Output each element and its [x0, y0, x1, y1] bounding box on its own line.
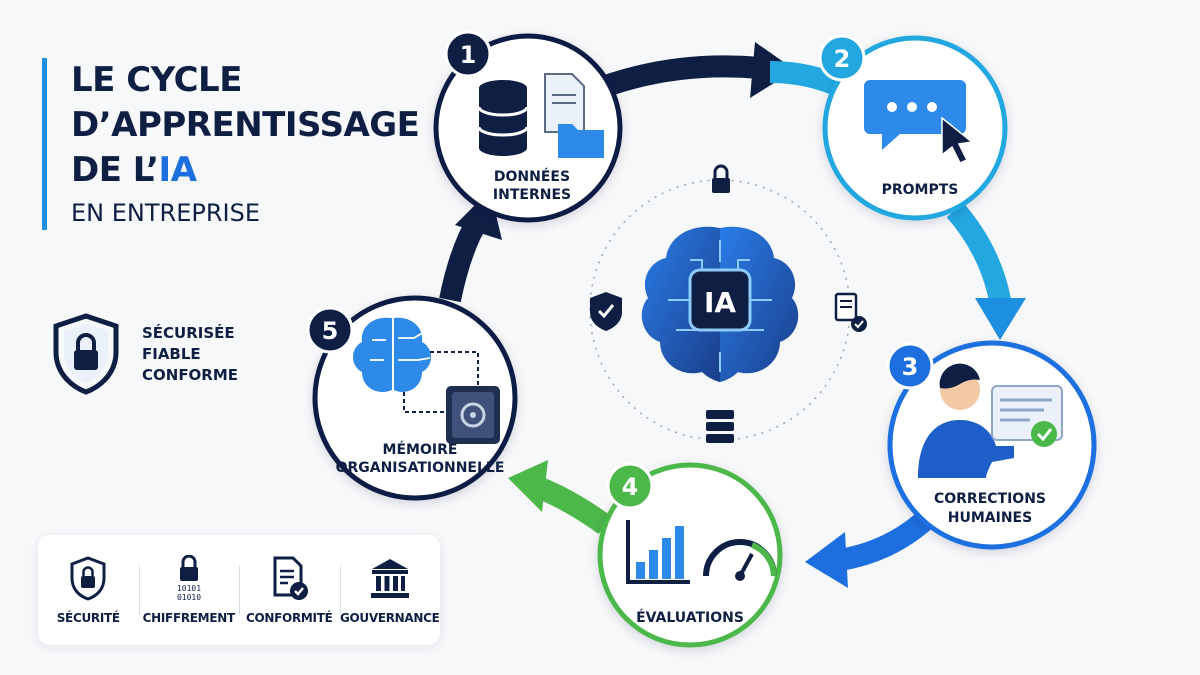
arrow-head	[508, 460, 548, 512]
badge-encryption: 10101 01010 CHIFFREMENT	[138, 535, 240, 645]
step-4-node: ÉVALUATIONS 4	[597, 462, 783, 648]
step-4-label: ÉVALUATIONS	[636, 609, 744, 626]
step-4-number: 4	[622, 473, 639, 501]
badge-label: SÉCURITÉ	[56, 611, 120, 625]
safe-icon	[446, 386, 500, 444]
shield-check-icon	[590, 292, 622, 331]
title-line-3: DE L’IA	[71, 148, 419, 193]
gauge-icon	[703, 539, 777, 581]
step-3-node: CORRECTIONS HUMAINES 3	[886, 340, 1097, 550]
arrow-2-to-3	[946, 202, 1011, 303]
step-2-node: PROMPTS 2	[818, 34, 1008, 221]
center-brain: IA	[641, 226, 799, 382]
bar-chart-icon	[626, 520, 690, 584]
shield-lock-icon	[70, 556, 106, 601]
title-line-2: D’APPRENTISSAGE	[71, 105, 420, 145]
connector-line	[403, 351, 479, 413]
step-1-label: DONNÉES	[494, 168, 570, 185]
step-5-number: 5	[322, 317, 339, 345]
title-line-1: LE CYCLE	[71, 60, 242, 100]
quality-item: CONFORME	[142, 365, 239, 384]
quality-item: FIABLE	[142, 344, 201, 363]
title-block: LE CYCLE D’APPRENTISSAGE DE L’IA EN ENTR…	[42, 58, 420, 230]
badge-governance: GOUVERNANCE	[339, 535, 441, 645]
binary-text: 01010	[177, 593, 201, 601]
arrow-5-to-1	[439, 214, 488, 303]
step-1-number: 1	[460, 41, 477, 69]
step-2-label: PROMPTS	[882, 182, 959, 198]
step-3-label: CORRECTIONS	[934, 491, 1046, 507]
document-icon	[544, 73, 585, 133]
badge-panel: SÉCURITÉ 10101 01010 CHIFFREMENT CONFORM…	[38, 535, 440, 645]
center-label: IA	[704, 286, 736, 319]
quality-item: SÉCURISÉE	[142, 323, 235, 342]
brain-circuit-icon	[353, 317, 431, 392]
qualities-list: SÉCURISÉE FIABLE CONFORME	[142, 323, 238, 386]
review-screen-icon	[991, 385, 1063, 447]
step-5-label: MÉMOIRE	[383, 441, 458, 458]
institution-icon	[370, 559, 409, 598]
folder-icon	[558, 124, 604, 158]
binary-text: 10101	[177, 584, 201, 593]
badge-label: CHIFFREMENT	[142, 611, 236, 625]
arrow-head	[975, 298, 1026, 340]
lock-icon	[712, 164, 730, 193]
shield-lock-icon	[53, 313, 119, 395]
step-1-label-2: INTERNES	[493, 187, 571, 203]
subtitle: EN ENTREPRISE	[71, 199, 260, 227]
step-3-label-2: HUMAINES	[948, 510, 1032, 526]
step-5-node: MÉMOIRE ORGANISATIONNELLE 5	[306, 295, 518, 501]
document-check-icon	[273, 556, 309, 600]
person-icon	[918, 363, 1014, 478]
document-check-icon	[834, 292, 867, 332]
badge-compliance: CONFORMITÉ	[239, 535, 340, 645]
arrow-4-to-5	[535, 477, 612, 534]
qualities-block: SÉCURISÉE FIABLE CONFORME	[50, 312, 238, 396]
badge-label: GOUVERNANCE	[339, 611, 440, 625]
arrow-1-to-2	[585, 55, 761, 103]
step-5-label-2: ORGANISATIONNELLE	[336, 460, 505, 476]
step-1-node: DONNÉES INTERNES 1	[433, 30, 623, 223]
title-accent: IA	[158, 150, 197, 190]
title-line-3-prefix: DE L’	[71, 150, 159, 190]
step-3-number: 3	[902, 353, 919, 381]
chat-bubble-icon	[864, 80, 966, 150]
lock-binary-icon: 10101 01010	[177, 555, 201, 601]
badge-security: SÉCURITÉ	[38, 535, 139, 645]
server-icon	[706, 410, 734, 443]
database-icon	[477, 80, 529, 156]
arrow-head	[805, 532, 848, 588]
badge-label: CONFORMITÉ	[246, 611, 333, 625]
cursor-icon	[941, 116, 974, 164]
step-2-number: 2	[834, 45, 851, 73]
